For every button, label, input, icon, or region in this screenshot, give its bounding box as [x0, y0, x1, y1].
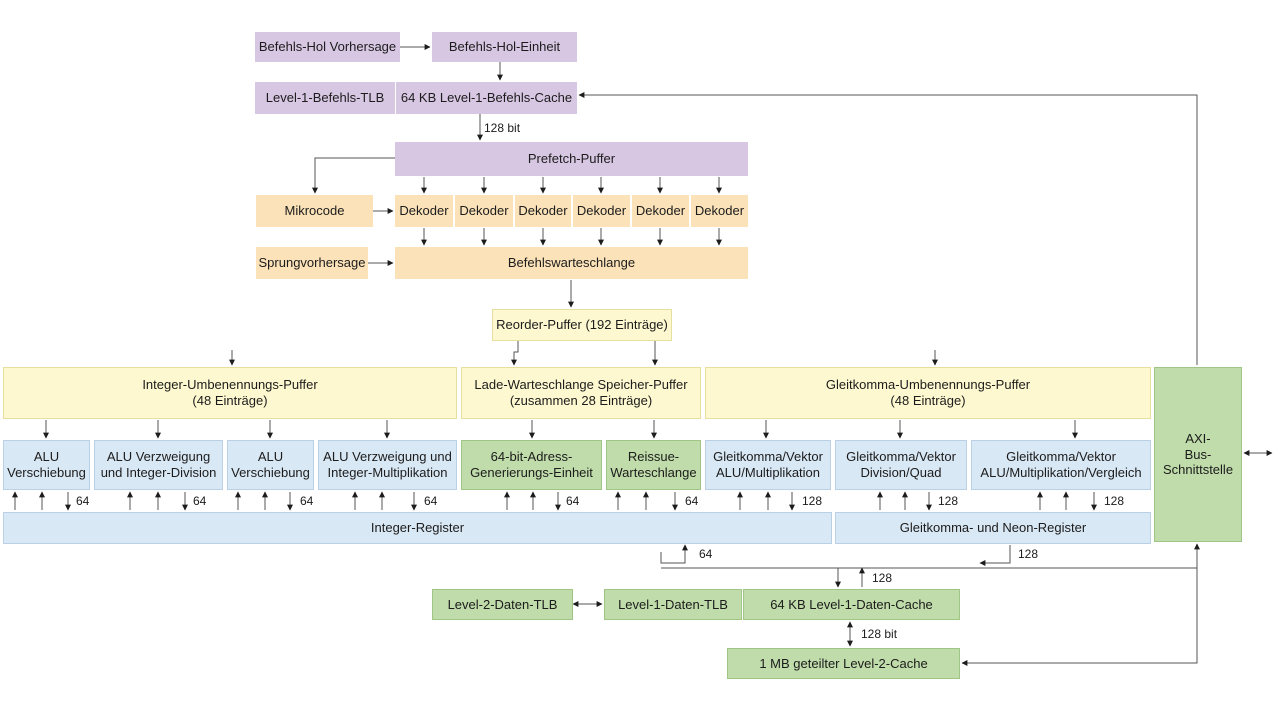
reorder-buffer-box: Reorder-Puffer (192 Einträge) [492, 309, 672, 341]
address-generation-label: 64-bit-Adress- Generierungs-Einheit [470, 449, 593, 480]
bus-width-label: 64 [76, 494, 90, 508]
bus-width-label: 64 [424, 494, 438, 508]
decoder-box-6: Dekoder [691, 195, 748, 227]
prefetch-to-microcode-arrow [312, 157, 395, 194]
fp-alu-mul-cmp-label: Gleitkomma/Vektor ALU/Multiplikation/Ver… [980, 449, 1142, 480]
alu-shift-label: ALU Verschiebung [7, 449, 86, 480]
decoder-label: Dekoder [518, 203, 568, 219]
alu-shift-box-1: ALU Verschiebung [3, 440, 90, 490]
fp-reg-store-arrow [979, 545, 1011, 566]
fp-div-quad-label: Gleitkomma/Vektor Division/Quad [846, 449, 956, 480]
reissue-queue-label: Reissue- Warteschlange [610, 449, 697, 480]
bus-width-label: 64 [300, 494, 314, 508]
fp-alu-mul-box: Gleitkomma/Vektor ALU/Multiplikation [705, 440, 831, 490]
icache-box: 64 KB Level-1-Befehls-Cache [396, 82, 577, 114]
bus-width-label: 64 [566, 494, 580, 508]
reissue-queue-box: Reissue- Warteschlange [606, 440, 701, 490]
float-rename-label: Gleitkomma-Umbenennungs-Puffer (48 Eintr… [825, 377, 1031, 408]
microcode-label: Mikrocode [284, 203, 345, 219]
l2-data-tlb-label: Level-2-Daten-TLB [447, 596, 558, 612]
address-generation-box: 64-bit-Adress- Generierungs-Einheit [461, 440, 602, 490]
reorder-buffer-label: Reorder-Puffer (192 Einträge) [496, 317, 668, 333]
decoder-box-2: Dekoder [455, 195, 513, 227]
instruction-queue-label: Befehlswarteschlange [507, 255, 636, 271]
icache-bus-label: 128 bit [484, 121, 521, 135]
fetch-predictor-box: Befehls-Hol Vorhersage [255, 32, 400, 62]
bus-width-label: 128 [802, 494, 823, 508]
bus-width-label: 128 [1018, 547, 1039, 561]
decoder-box-1: Dekoder [395, 195, 453, 227]
float-rename-box: Gleitkomma-Umbenennungs-Puffer (48 Eintr… [705, 367, 1151, 419]
bus-width-label: 128 bit [861, 627, 898, 641]
l2-to-axi-arrow [961, 568, 1198, 666]
integer-rename-label: Integer-Umbenennungs-Puffer (48 Einträge… [142, 377, 318, 408]
icache-label: 64 KB Level-1-Befehls-Cache [400, 90, 573, 106]
fp-div-quad-box: Gleitkomma/Vektor Division/Quad [835, 440, 967, 490]
decoder-box-3: Dekoder [515, 195, 571, 227]
l1-data-cache-box: 64 KB Level-1-Daten-Cache [743, 589, 960, 620]
l2-cache-box: 1 MB geteilter Level-2-Cache [727, 648, 960, 679]
loadstore-queue-label: Lade-Warteschlange Speicher-Puffer (zusa… [474, 377, 688, 408]
alu-shift-box-2: ALU Verschiebung [227, 440, 314, 490]
fetch-predictor-label: Befehls-Hol Vorhersage [258, 39, 397, 55]
float-neon-register-label: Gleitkomma- und Neon-Register [899, 520, 1087, 536]
bus-width-label: 128 [872, 571, 893, 585]
decoder-box-5: Dekoder [632, 195, 689, 227]
fetch-unit-box: Befehls-Hol-Einheit [432, 32, 577, 62]
bus-width-label: 64 [699, 547, 713, 561]
bus-width-label: 64 [685, 494, 699, 508]
alu-branch-mul-box: ALU Verzweigung und Integer-Multiplikati… [318, 440, 457, 490]
l2-cache-label: 1 MB geteilter Level-2-Cache [759, 655, 928, 671]
itlb-box: Level-1-Befehls-TLB [255, 82, 395, 114]
loadstore-queue-box: Lade-Warteschlange Speicher-Puffer (zusa… [461, 367, 701, 419]
integer-register-label: Integer-Register [370, 520, 465, 536]
microcode-box: Mikrocode [256, 195, 373, 227]
prefetch-buffer-label: Prefetch-Puffer [527, 151, 616, 167]
decoder-label: Dekoder [459, 203, 509, 219]
bus-width-label: 128 [938, 494, 959, 508]
alu-shift-label: ALU Verschiebung [231, 449, 310, 480]
decoder-label: Dekoder [635, 203, 686, 219]
bus-width-label: 128 [1104, 494, 1125, 508]
int-reg-load-arrow [660, 544, 688, 564]
axi-bus-interface-box: AXI- Bus- Schnittstelle [1154, 367, 1242, 542]
decoder-label: Dekoder [576, 203, 627, 219]
prefetch-buffer-box: Prefetch-Puffer [395, 142, 748, 176]
fetch-unit-label: Befehls-Hol-Einheit [448, 39, 561, 55]
integer-rename-box: Integer-Umbenennungs-Puffer (48 Einträge… [3, 367, 457, 419]
data-bus-line [661, 543, 1200, 569]
integer-register-box: Integer-Register [3, 512, 832, 544]
alu-branch-div-box: ALU Verzweigung und Integer-Division [94, 440, 223, 490]
branch-predictor-label: Sprungvorhersage [258, 255, 366, 271]
alu-branch-mul-label: ALU Verzweigung und Integer-Multiplikati… [323, 449, 452, 480]
to-load-queue-arrow [511, 341, 519, 366]
float-neon-register-box: Gleitkomma- und Neon-Register [835, 512, 1151, 544]
instruction-queue-box: Befehlswarteschlange [395, 247, 748, 279]
l1-data-tlb-label: Level-1-Daten-TLB [618, 596, 728, 612]
axi-to-icache-arrow [578, 92, 1198, 365]
decoder-label: Dekoder [694, 203, 745, 219]
fp-alu-mul-label: Gleitkomma/Vektor ALU/Multiplikation [713, 449, 823, 480]
l2-data-tlb-box: Level-2-Daten-TLB [432, 589, 573, 620]
branch-predictor-box: Sprungvorhersage [256, 247, 368, 279]
decoder-box-4: Dekoder [573, 195, 630, 227]
alu-branch-div-label: ALU Verzweigung und Integer-Division [100, 449, 217, 480]
l1-data-cache-label: 64 KB Level-1-Daten-Cache [770, 596, 933, 612]
axi-bus-interface-label: AXI- Bus- Schnittstelle [1162, 431, 1234, 478]
fp-alu-mul-cmp-box: Gleitkomma/Vektor ALU/Multiplikation/Ver… [971, 440, 1151, 490]
itlb-label: Level-1-Befehls-TLB [265, 90, 385, 106]
l1-data-tlb-box: Level-1-Daten-TLB [604, 589, 742, 620]
decoder-label: Dekoder [399, 203, 449, 219]
bus-width-label: 64 [193, 494, 207, 508]
